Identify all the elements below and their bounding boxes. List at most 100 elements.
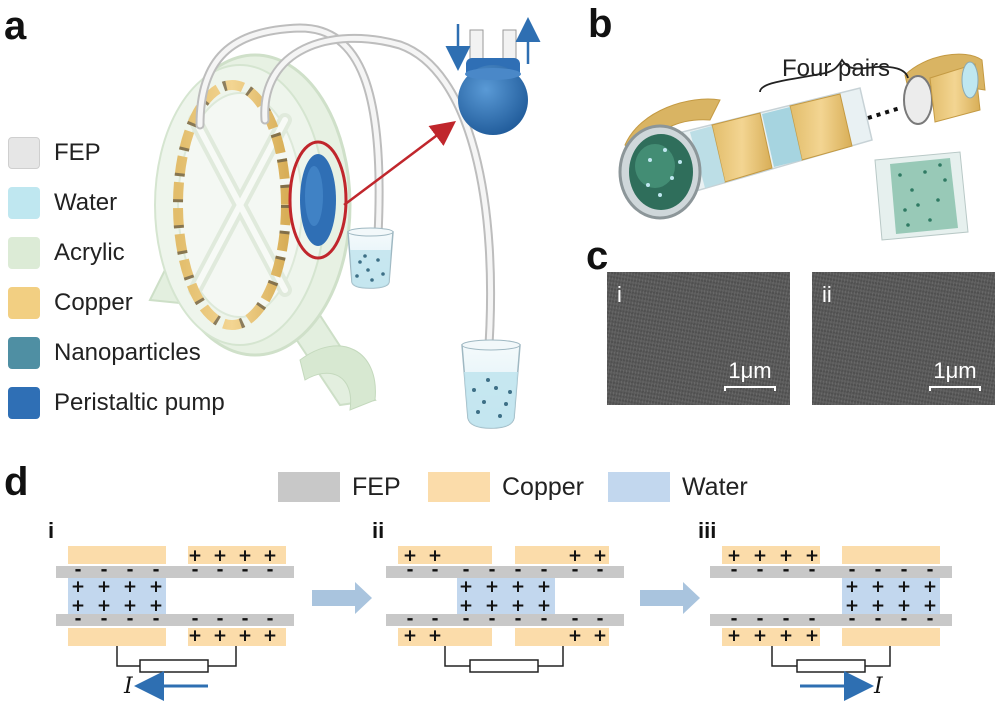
legend-item-peristaltic-pump: Peristaltic pump [8, 378, 225, 428]
svg-text:-: - [571, 609, 578, 629]
svg-text:+: + [123, 577, 137, 597]
svg-text:-: - [848, 560, 855, 580]
legend-label: Water [54, 189, 118, 216]
svg-text:+: + [97, 596, 111, 616]
legend-swatch [8, 187, 40, 219]
svg-text:-: - [406, 609, 413, 629]
svg-text:+: + [213, 626, 227, 646]
stage-label-ii: ii [372, 518, 385, 543]
legend-swatch [8, 387, 40, 419]
peristaltic-pump [445, 17, 541, 135]
svg-text:-: - [900, 609, 907, 629]
svg-text:-: - [514, 560, 521, 580]
svg-text:-: - [100, 609, 107, 629]
legend-swatch [8, 237, 40, 269]
svg-text:+: + [568, 626, 582, 646]
scale-bar: 1μm [724, 358, 776, 391]
sem-label: i [617, 282, 622, 307]
svg-text:-: - [874, 609, 881, 629]
svg-text:+: + [753, 546, 767, 566]
legend-swatch [8, 287, 40, 319]
svg-text:-: - [126, 560, 133, 580]
svg-text:-: - [126, 609, 133, 629]
svg-text:-: - [216, 609, 223, 629]
svg-text:-: - [900, 560, 907, 580]
svg-text:+: + [897, 596, 911, 616]
panel-label-c: c [586, 234, 609, 278]
legend-d-fep: FEP [278, 470, 401, 504]
legend-item-fep: FEP [8, 128, 225, 178]
legend-swatch [278, 472, 340, 502]
legend-swatch [608, 472, 670, 502]
stage-iii [710, 546, 952, 701]
svg-text:+: + [71, 577, 85, 597]
legend-label: Copper [502, 472, 584, 501]
svg-text:-: - [241, 609, 248, 629]
svg-text:-: - [266, 560, 273, 580]
svg-text:+: + [428, 626, 442, 646]
legend-item-nanoparticles: Nanoparticles [8, 328, 225, 378]
svg-text:+: + [71, 596, 85, 616]
svg-text:+: + [149, 596, 163, 616]
svg-text:-: - [596, 609, 603, 629]
legend-label: Water [682, 472, 748, 501]
svg-text:+: + [428, 546, 442, 566]
svg-text:+: + [727, 626, 741, 646]
svg-text:+: + [238, 626, 252, 646]
legend-label: FEP [54, 139, 101, 166]
svg-text:+: + [845, 577, 859, 597]
svg-text:-: - [926, 609, 933, 629]
svg-text:+: + [459, 577, 473, 597]
svg-text:-: - [782, 609, 789, 629]
legend-label: Peristaltic pump [54, 389, 225, 416]
svg-text:-: - [152, 609, 159, 629]
svg-text:-: - [191, 560, 198, 580]
legend-item-acrylic: Acrylic [8, 228, 225, 278]
svg-text:-: - [431, 560, 438, 580]
fep-tubes [195, 23, 496, 365]
svg-text:+: + [923, 596, 937, 616]
stage-ii [386, 546, 624, 673]
svg-text:+: + [188, 546, 202, 566]
legend-swatch [8, 337, 40, 369]
svg-text:-: - [241, 560, 248, 580]
stage-label-i: i [48, 518, 55, 543]
svg-text:-: - [926, 560, 933, 580]
svg-text:+: + [511, 596, 525, 616]
svg-text:+: + [805, 626, 819, 646]
svg-text:+: + [779, 626, 793, 646]
svg-text:+: + [537, 596, 551, 616]
stage-i [56, 546, 294, 701]
svg-text:+: + [403, 546, 417, 566]
svg-text:+: + [753, 626, 767, 646]
svg-text:-: - [756, 560, 763, 580]
current-label-iii: I [873, 674, 884, 699]
legend-label: Copper [54, 289, 133, 316]
svg-text:+: + [871, 596, 885, 616]
svg-text:+: + [871, 577, 885, 597]
svg-text:+: + [593, 626, 607, 646]
svg-text:-: - [540, 609, 547, 629]
svg-text:+: + [149, 577, 163, 597]
svg-text:-: - [152, 560, 159, 580]
mechanism-diagram: ++++ ---- ---- ++++ ++++ ---- ---- ++++ … [56, 546, 952, 701]
svg-text:+: + [238, 546, 252, 566]
svg-text:+: + [511, 577, 525, 597]
scale-bar-label: 1μm [728, 358, 772, 383]
svg-text:+: + [97, 577, 111, 597]
svg-text:-: - [808, 560, 815, 580]
svg-text:-: - [74, 560, 81, 580]
svg-text:-: - [540, 560, 547, 580]
legend-item-copper: Copper [8, 278, 225, 328]
svg-text:-: - [462, 609, 469, 629]
svg-text:+: + [805, 546, 819, 566]
svg-text:-: - [406, 560, 413, 580]
zoom-arrow [343, 121, 456, 206]
scale-bar-label: 1μm [933, 358, 977, 383]
panel-label-b: b [588, 2, 613, 46]
svg-text:-: - [874, 560, 881, 580]
svg-text:+: + [593, 546, 607, 566]
svg-text:+: + [568, 546, 582, 566]
svg-text:+: + [188, 626, 202, 646]
